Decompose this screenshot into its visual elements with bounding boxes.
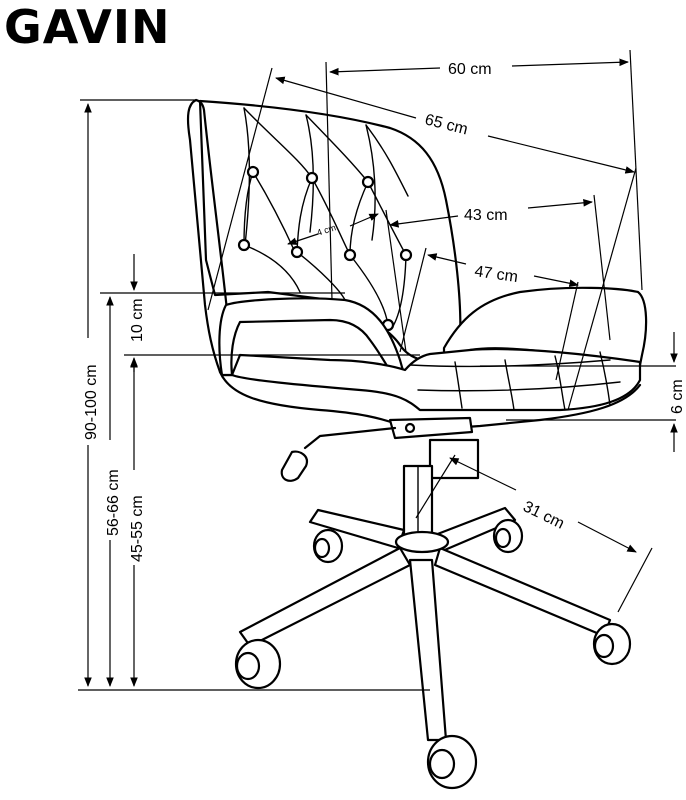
dim-seat-depth: 47 cm [473, 263, 519, 286]
caster-front-left [234, 638, 282, 690]
dim-seat-thickness: 6 cm [669, 379, 686, 414]
dim-base-radius: 31 cm [520, 498, 567, 532]
dimension-lines [78, 49, 678, 691]
dim-arm-height: 56-66 cm [105, 469, 122, 536]
dim-small: 4 cm [316, 222, 338, 238]
dim-armrest-height: 10 cm [129, 298, 146, 342]
dim-depth: 65 cm [423, 111, 469, 138]
dim-top-width: 60 cm [448, 61, 492, 78]
caster-front-right [592, 622, 632, 666]
caster-back-right [492, 518, 524, 554]
dim-seat-height: 45-55 cm [129, 495, 146, 562]
caster-front [426, 734, 478, 790]
chair-outline [186, 98, 648, 790]
caster-back-left [312, 528, 344, 564]
product-title: GAVIN [4, 0, 171, 54]
dim-total-height: 90-100 cm [83, 364, 100, 440]
dim-seat-width: 43 cm [464, 207, 508, 224]
